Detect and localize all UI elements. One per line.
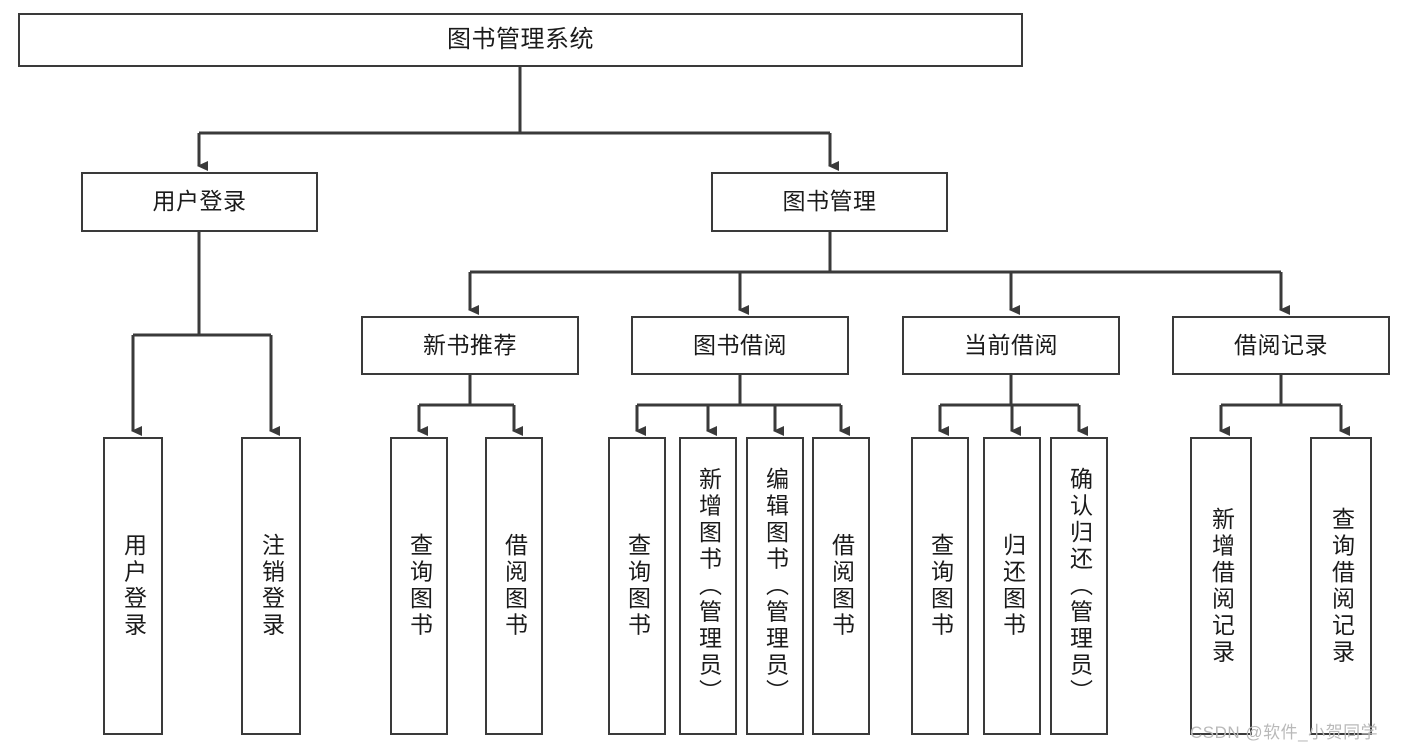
node-book-management-label: 图书管理 <box>782 188 877 215</box>
leaf-add-borrow-record[interactable]: 新增借阅记录 <box>1190 437 1252 735</box>
leaf-confirm-return-admin[interactable]: 确认归还（管理员） <box>1050 437 1108 735</box>
leaf-user-login[interactable]: 用户登录 <box>103 437 163 735</box>
csdn-watermark: CSDN @软件_小贺同学 <box>1190 723 1379 742</box>
leaf-edit-book-admin[interactable]: 编辑图书（管理员） <box>746 437 804 735</box>
leaf-logout-label: 注销登录 <box>258 533 285 639</box>
node-borrow-record-label: 借阅记录 <box>1234 331 1328 358</box>
leaf-user-login-label: 用户登录 <box>120 533 147 639</box>
node-new-book-recommend-label: 新书推荐 <box>423 331 517 358</box>
leaf-logout[interactable]: 注销登录 <box>241 437 301 735</box>
leaf-return-book-label: 归还图书 <box>999 533 1026 639</box>
leaf-borrow-book[interactable]: 借阅图书 <box>812 437 870 735</box>
leaf-return-book[interactable]: 归还图书 <box>983 437 1041 735</box>
node-book-borrow-label: 图书借阅 <box>693 331 787 358</box>
node-root-system[interactable]: 图书管理系统 <box>18 13 1023 67</box>
node-root-label: 图书管理系统 <box>447 25 594 53</box>
node-borrow-record[interactable]: 借阅记录 <box>1172 316 1390 375</box>
leaf-add-book-admin-label: 新增图书（管理员） <box>695 466 722 706</box>
node-user-login[interactable]: 用户登录 <box>81 172 318 232</box>
leaf-query-book-borrow-label: 查询图书 <box>624 533 651 639</box>
leaf-borrow-book-label: 借阅图书 <box>828 533 855 639</box>
leaf-query-borrow-record-label: 查询借阅记录 <box>1328 506 1355 666</box>
leaf-query-borrow-record[interactable]: 查询借阅记录 <box>1310 437 1372 735</box>
node-user-login-label: 用户登录 <box>152 188 247 215</box>
node-current-borrow-label: 当前借阅 <box>964 331 1058 358</box>
node-new-book-recommend[interactable]: 新书推荐 <box>361 316 579 375</box>
leaf-confirm-return-admin-label: 确认归还（管理员） <box>1066 466 1093 706</box>
leaf-query-book-current[interactable]: 查询图书 <box>911 437 969 735</box>
leaf-borrow-book-recommend-label: 借阅图书 <box>501 533 528 639</box>
leaf-query-book-recommend[interactable]: 查询图书 <box>390 437 448 735</box>
leaf-query-book-borrow[interactable]: 查询图书 <box>608 437 666 735</box>
node-book-borrow[interactable]: 图书借阅 <box>631 316 849 375</box>
leaf-query-book-recommend-label: 查询图书 <box>406 533 433 639</box>
leaf-edit-book-admin-label: 编辑图书（管理员） <box>762 466 789 706</box>
node-current-borrow[interactable]: 当前借阅 <box>902 316 1120 375</box>
leaf-add-borrow-record-label: 新增借阅记录 <box>1208 506 1235 666</box>
leaf-borrow-book-recommend[interactable]: 借阅图书 <box>485 437 543 735</box>
leaf-query-book-current-label: 查询图书 <box>927 533 954 639</box>
node-book-management[interactable]: 图书管理 <box>711 172 948 232</box>
leaf-add-book-admin[interactable]: 新增图书（管理员） <box>679 437 737 735</box>
